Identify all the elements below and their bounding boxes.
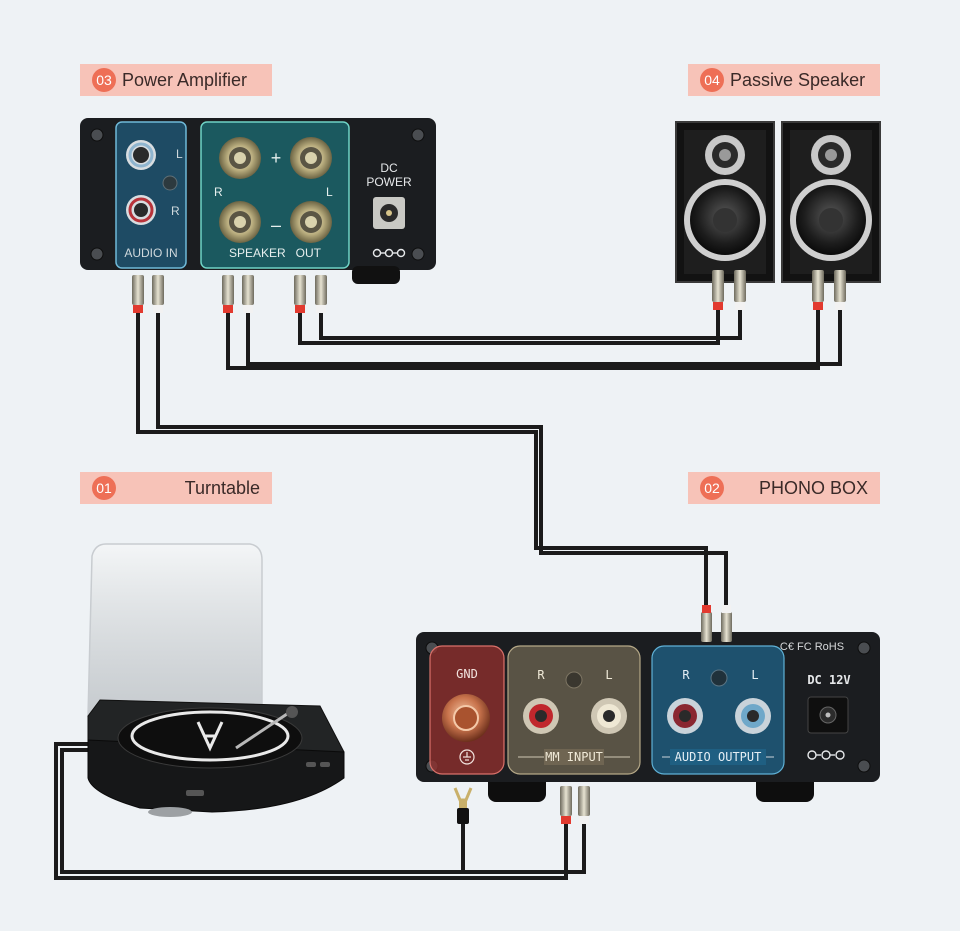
tonearm (235, 710, 291, 750)
amp-audio-in-label: AUDIO IN (124, 246, 177, 260)
ground-screw-icon (565, 671, 583, 689)
ground-screw-icon (162, 175, 178, 191)
amp-dc-label: DC (380, 161, 398, 175)
amp-speaker-out-label: SPEAKER OUT (229, 246, 322, 260)
amp-rca-plugs (132, 275, 327, 313)
phono-audio-output-label: AUDIO OUTPUT (675, 750, 762, 764)
cable-turntable-to-phono-a (54, 742, 568, 880)
ground-icon (459, 749, 475, 765)
phono-out-label-r: R (682, 668, 690, 682)
brand-logo-icon (196, 721, 224, 752)
phono-audio-output-zone (651, 645, 785, 775)
turntable (87, 543, 345, 817)
amplifier-foot (352, 266, 400, 284)
label-text: Power Amplifier (122, 69, 248, 90)
amp-label-l: L (176, 147, 183, 161)
label-turntable: 01 Turntable (80, 472, 272, 504)
speaker-right (781, 121, 881, 283)
power-amplifier: L R AUDIO IN + – R L SPEAKER OUT DC POWE… (80, 118, 436, 313)
label-text: Turntable (184, 477, 260, 498)
label-number: 02 (700, 476, 724, 500)
phono-mm-label-l: L (605, 668, 612, 682)
screws (90, 128, 425, 261)
amp-speaker-label-r: R (214, 185, 223, 199)
label-phono-box: 02 PHONO BOX (688, 472, 880, 504)
phono-gnd-label: GND (456, 667, 478, 681)
phono-input-plugs (560, 786, 590, 824)
speaker-left (675, 121, 775, 283)
amp-speaker-label-l: L (326, 185, 333, 199)
speaker-plugs (712, 270, 846, 310)
plug (132, 275, 144, 313)
label-number: 03 (92, 68, 116, 92)
turntable-button[interactable] (186, 790, 204, 796)
phono-box: GND R L MM INPUT R L AUDIO OUTPUT C€ FC (416, 605, 880, 824)
label-number: 01 (92, 476, 116, 500)
turntable-platter (117, 707, 303, 769)
polarity-icon (807, 750, 845, 760)
cable-amp-to-speaker-inner-a (298, 302, 720, 345)
cables (54, 302, 842, 880)
phono-dc-label: DC 12V (807, 673, 850, 687)
label-number: 04 (700, 68, 724, 92)
plug (294, 275, 306, 313)
amp-label-r: R (171, 204, 180, 218)
turntable-button[interactable] (320, 762, 330, 767)
record-logo-ring (130, 710, 290, 762)
turntable-dust-cover (87, 543, 263, 717)
ground-screw-icon (710, 669, 728, 687)
ground-spade-connector (453, 787, 473, 824)
phono-mm-input-label: MM INPUT (545, 750, 603, 764)
plug (242, 275, 254, 313)
amp-plus-sign: + (271, 148, 282, 168)
turntable-button[interactable] (306, 762, 316, 767)
plug (152, 275, 164, 313)
passive-speakers (675, 121, 881, 310)
plug (315, 275, 327, 313)
label-power-amplifier: 03 Power Amplifier (80, 64, 272, 96)
phono-output-plugs (701, 605, 732, 642)
phono-out-label-l: L (751, 668, 758, 682)
phono-mm-label-r: R (537, 668, 545, 682)
label-text: PHONO BOX (758, 477, 868, 498)
speaker-binding-posts (219, 137, 332, 243)
cable-amp-to-speaker-outer-b (246, 302, 842, 366)
cable-amp-to-speaker-outer-a (226, 302, 820, 370)
polarity-icon (372, 248, 406, 258)
turntable-foot (148, 807, 192, 817)
certification-marks: C€ FC RoHS (780, 641, 844, 653)
phono-mm-input-zone (507, 645, 641, 775)
cable-turntable-to-phono-b (60, 748, 586, 874)
label-text: Passive Speaker (730, 69, 866, 90)
cable-amp-to-phono-b (156, 302, 728, 615)
amp-power-label: POWER (366, 175, 412, 189)
amp-minus-sign: – (271, 215, 281, 235)
cable-amp-to-phono-a (136, 302, 708, 615)
label-passive-speaker: 04 Passive Speaker (688, 64, 880, 96)
plug (222, 275, 234, 313)
cable-amp-to-speaker-inner-b (319, 302, 742, 340)
